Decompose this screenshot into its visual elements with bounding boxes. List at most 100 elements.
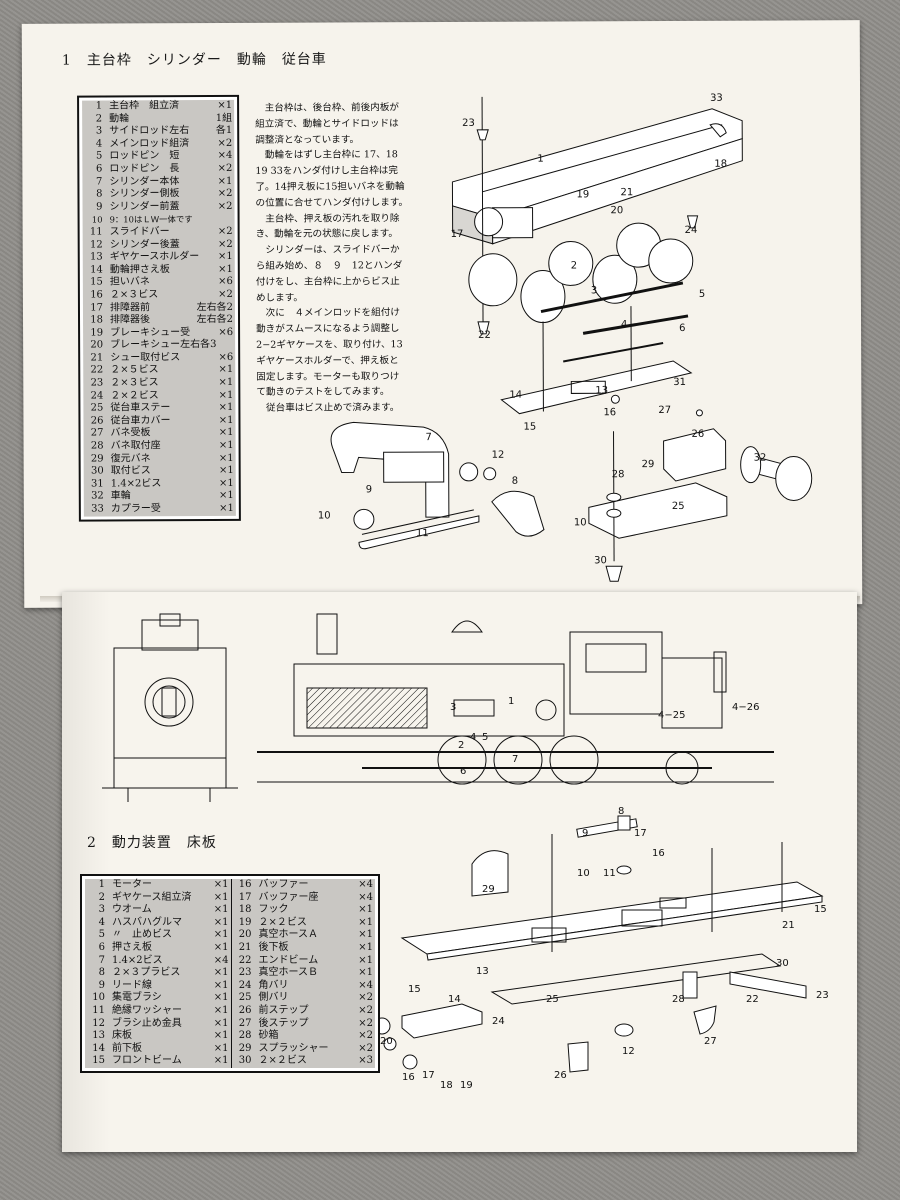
parts-no: 7	[98, 954, 105, 966]
callout-label: 4	[470, 732, 476, 743]
parts-name: 前下板	[112, 1042, 142, 1054]
parts-no: 16	[238, 879, 252, 890]
parts-no: 12	[92, 1017, 105, 1029]
parts-name: 〃 止めビス	[112, 929, 172, 941]
parts-name: バッファー	[258, 879, 309, 890]
press-plate-drawing	[500, 306, 693, 415]
parts-name: ２×２ビス	[258, 1055, 307, 1067]
parts-qty: ×1	[358, 904, 373, 916]
callout-label: 14	[509, 390, 522, 401]
parts-no: 21	[238, 941, 252, 953]
parts-no: 5	[98, 929, 105, 941]
callout-label: 12	[492, 450, 505, 461]
parts-qty: ×4	[213, 954, 229, 966]
callout-label: 20	[380, 1036, 393, 1047]
parts-qty: ×1	[358, 954, 373, 966]
parts-name: ブラシ止め金具	[112, 1017, 182, 1029]
parts-name: 床板	[112, 1030, 132, 1042]
parts-qty: ×1	[213, 916, 229, 928]
callout-label: 30	[594, 555, 607, 566]
trailing-truck-drawing	[588, 428, 813, 582]
callout-label: 29	[642, 459, 655, 470]
callout-label: 5	[482, 732, 488, 743]
parts-no: 25	[238, 992, 252, 1004]
callout-label: 16	[652, 848, 665, 859]
parts-name: スプラッシャー	[258, 1042, 329, 1054]
front-view-drawing	[102, 613, 238, 802]
callout-label: 9	[366, 484, 372, 495]
callout-label: 22	[478, 330, 491, 341]
callout-label: 7	[426, 432, 432, 443]
parts-no: 29	[238, 1042, 252, 1054]
parts-name: ２×２ビス	[258, 916, 307, 928]
parts-qty: ×1	[213, 1017, 229, 1029]
callout-label: 24	[492, 1016, 505, 1027]
parts-row: 12 ブラシ止め金具 ×1	[85, 1018, 231, 1031]
parts-qty: ×1	[213, 941, 229, 953]
callout-label: 25	[672, 501, 685, 512]
callout-label: 8	[512, 476, 518, 487]
parts-qty: ×1	[213, 1055, 229, 1067]
parts-qty: ×1	[213, 1004, 229, 1016]
parts-no: 24	[238, 979, 252, 991]
parts-qty: ×1	[213, 967, 229, 979]
callout-label: 18	[440, 1080, 453, 1091]
callout-label: 1	[508, 696, 514, 707]
parts-no: 26	[238, 1004, 252, 1016]
callout-label: 4−26	[732, 702, 759, 713]
parts-qty: ×1	[358, 916, 373, 928]
parts-qty: ×4	[358, 879, 373, 890]
callout-label: 33	[710, 93, 723, 104]
callout-label: 20	[611, 205, 624, 216]
callout-label: 18	[714, 159, 727, 170]
callout-label: 27	[658, 405, 671, 416]
callout-label: 16	[402, 1072, 415, 1083]
parts-name: 集電ブラシ	[112, 992, 162, 1004]
callout-label: 30	[776, 958, 789, 969]
side-view-drawing	[257, 613, 774, 785]
parts-row: 16 バッファー ×4	[232, 879, 376, 892]
callout-label: 9	[582, 828, 588, 839]
parts-name: ギヤケース組立済	[112, 891, 192, 903]
side-rods-drawing	[540, 281, 689, 363]
parts-name: バッファー座	[258, 891, 319, 903]
parts-no: 30	[238, 1055, 252, 1067]
callout-label: 11	[603, 868, 616, 879]
parts-qty: ×1	[213, 879, 229, 890]
parts-name: 1.4×2ビス	[112, 954, 163, 966]
parts-no: 1	[98, 879, 105, 890]
parts-name: 側バリ	[258, 992, 289, 1004]
callout-label: 19	[576, 189, 589, 200]
callout-label: 2	[458, 740, 464, 751]
callout-label: 29	[482, 884, 495, 895]
parts-qty: ×1	[358, 941, 373, 953]
callout-label: 23	[816, 990, 829, 1001]
parts-name: 絶縁ワッシャー	[112, 1004, 182, 1016]
callout-label: 12	[622, 1046, 635, 1057]
parts-name: フロントビーム	[112, 1055, 182, 1067]
parts-no: 9	[98, 979, 105, 991]
parts-name: 真空ホースＡ	[258, 929, 319, 941]
parts-row: 5〃 止めビス×1	[85, 929, 231, 942]
parts-no: 14	[92, 1042, 105, 1054]
callout-label: 28	[672, 994, 685, 1005]
parts-name: 砂箱	[258, 1030, 279, 1042]
parts-name: エンドビーム	[258, 954, 319, 966]
screws-drawing	[476, 123, 727, 417]
callout-label: 3	[591, 285, 597, 296]
